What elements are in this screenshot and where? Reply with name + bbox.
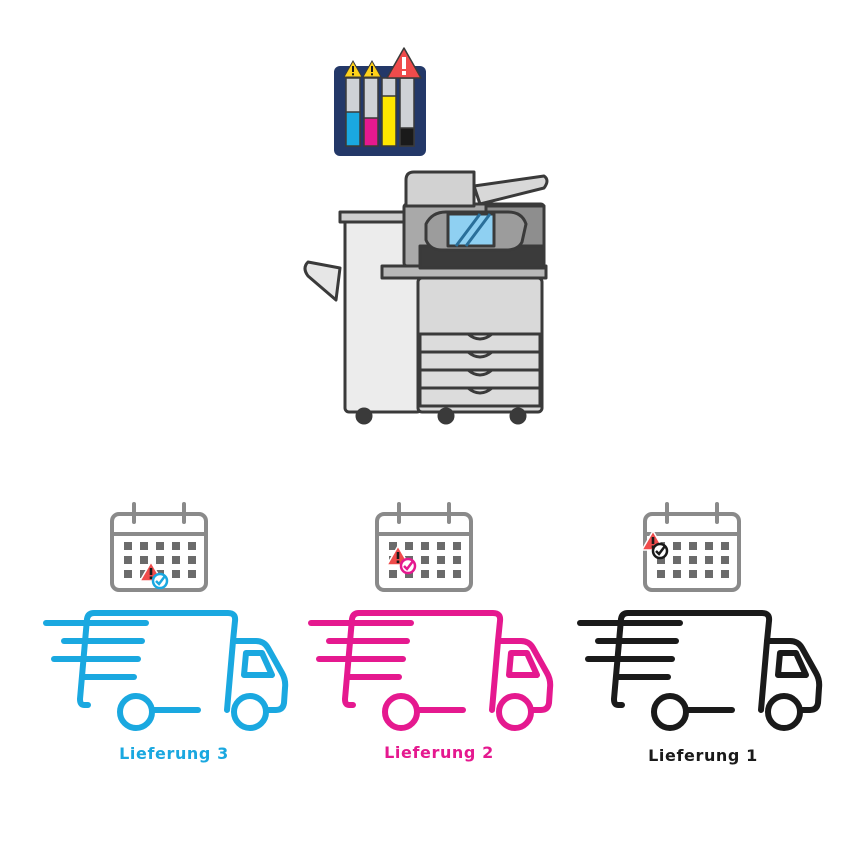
- check-icon: [151, 572, 169, 590]
- delivery-3: [46, 502, 285, 728]
- delivery-1: [580, 502, 819, 728]
- calendar-icon: [375, 502, 473, 592]
- check-icon: [399, 557, 417, 575]
- warning-icon: [386, 47, 422, 79]
- delivery-truck-icon: [46, 613, 285, 728]
- delivery-truck-icon: [580, 613, 819, 728]
- delivery-2: [311, 502, 550, 728]
- check-icon: [651, 542, 669, 560]
- printer-icon: [303, 170, 549, 425]
- delivery-label-2: Lieferung 2: [384, 743, 494, 762]
- delivery-truck-icon: [311, 613, 550, 728]
- delivery-label-1: Lieferung 1: [648, 746, 758, 765]
- delivery-label-3: Lieferung 3: [119, 744, 229, 763]
- ink-cartridges-icon: [334, 47, 426, 156]
